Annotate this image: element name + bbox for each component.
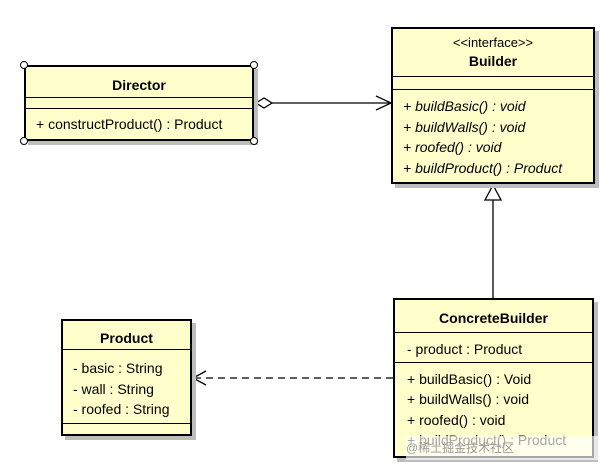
product-attribute: - wall : String <box>73 380 154 397</box>
director-name: Director <box>112 77 166 93</box>
product-name: Product <box>100 330 153 346</box>
concrete-builder-operation: + buildWalls() : void <box>407 391 530 407</box>
builder-operation: + buildWalls() : void <box>403 118 526 135</box>
builder-stereotype: <<interface>> <box>452 35 534 50</box>
product-attributes-compartment: - basic : String - wall : String - roofe… <box>63 349 190 423</box>
selection-handle[interactable] <box>20 61 28 69</box>
product-attribute: - roofed : String <box>73 401 170 417</box>
concrete-builder-class[interactable]: ConcreteBuilder - product : Product + bu… <box>393 298 594 458</box>
aggregation-diamond <box>254 97 274 109</box>
selection-handle[interactable] <box>250 137 258 145</box>
director-attributes-compartment <box>26 97 252 108</box>
concrete-builder-attributes-compartment: - product : Product <box>395 332 592 362</box>
selection-handle[interactable] <box>20 137 28 145</box>
dependency-arrowhead <box>191 370 207 386</box>
director-operation: + constructProduct() : Product <box>36 116 223 132</box>
product-operations-compartment <box>63 422 190 434</box>
director-operations-compartment: + constructProduct() : Product <box>26 108 252 135</box>
selection-handle[interactable] <box>250 61 258 69</box>
builder-name: Builder <box>468 53 518 69</box>
realization-triangle <box>483 183 503 201</box>
builder-interface[interactable]: <<interface>> Builder + buildBasic() : v… <box>391 27 595 184</box>
concrete-builder-name: ConcreteBuilder <box>439 310 548 326</box>
concrete-builder-operation: + roofed() : void <box>407 411 506 428</box>
concrete-builder-attribute: - product : Product <box>407 341 523 357</box>
builder-operation: + buildBasic() : void <box>403 98 526 114</box>
builder-operation: + buildProduct() : Product <box>403 159 563 176</box>
builder-operations-compartment: + buildBasic() : void + buildWalls() : v… <box>393 89 593 178</box>
product-class[interactable]: Product - basic : String - wall : String… <box>61 319 192 436</box>
watermark: @稀土掘金技术社区 <box>406 436 606 460</box>
concrete-builder-operation: + buildBasic() : Void <box>407 370 532 387</box>
builder-attributes-compartment <box>393 76 593 89</box>
builder-header: <<interface>> Builder <box>393 29 593 76</box>
product-attribute: - basic : String <box>73 360 163 376</box>
builder-operation: + roofed() : void <box>403 139 502 155</box>
director-class[interactable]: Director + constructProduct() : Product <box>24 65 254 141</box>
